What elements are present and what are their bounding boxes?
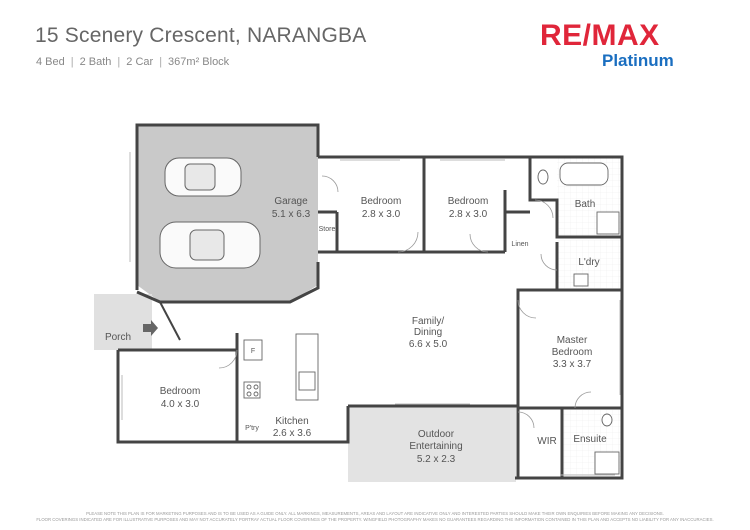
garage-size: 5.1 x 6.3 [272, 209, 311, 220]
outdoor-label: Outdoor [418, 429, 455, 440]
bedroom4-size: 4.0 x 3.0 [161, 399, 200, 410]
property-address: 15 Scenery Crescent, NARANGBA [35, 24, 367, 47]
doors [218, 175, 592, 429]
block-size: 367m² Block [168, 56, 230, 68]
remax-logo: RE/MAX Platinum [540, 20, 700, 72]
plan-disclaimer: PLEASE NOTE THIS PLAN IS FOR MARKETING P… [8, 511, 742, 522]
fridge-label: F [251, 348, 255, 355]
porch-floor [94, 294, 152, 350]
fixtures [243, 162, 620, 475]
family-label: Family/ [412, 316, 444, 327]
pantry-label: P'try [245, 425, 259, 432]
car-top [164, 157, 242, 197]
fridge-box [243, 339, 263, 361]
property-summary: 4 Bed | 2 Bath | 2 Car | 367m² Block [36, 56, 229, 68]
kitchen-sink [298, 371, 316, 391]
laundry-floor [557, 240, 621, 288]
bedroom3-size: 2.8 x 3.0 [449, 209, 488, 220]
outdoor-size: 5.2 x 2.3 [417, 454, 456, 465]
master-label: Master [557, 335, 588, 346]
linen-label: Linen [511, 241, 528, 248]
windows [121, 152, 621, 476]
porch-wing-wall [159, 301, 181, 341]
car-count: 2 Car [126, 56, 154, 68]
master-wall [516, 288, 557, 478]
separator: | [117, 56, 121, 68]
disclaimer-line-2: FLOOR COVERINGS INDICATED ARE FOR ILLUST… [36, 516, 714, 522]
porch-label: Porch [105, 332, 131, 343]
car-bottom [159, 221, 261, 269]
logo-brand: RE/MAX [540, 19, 660, 52]
bedroom4-label: Bedroom [160, 386, 201, 397]
master-label-2: Bedroom [552, 347, 593, 358]
bath-outer-wall [515, 155, 624, 480]
family-size: 6.6 x 5.0 [409, 339, 448, 350]
bathtub [559, 162, 609, 186]
disclaimer-line-1: PLEASE NOTE THIS PLAN IS FOR MARKETING P… [86, 511, 664, 516]
bed-count: 4 Bed [36, 56, 65, 68]
kitchen-label: Kitchen [275, 416, 308, 427]
entry-arrow-icon [143, 320, 158, 336]
bedroom2-label: Bedroom [361, 196, 402, 207]
bath-toilet [537, 169, 549, 185]
room-labels: Garage 5.1 x 6.3 Bedroom 2.8 x 3.0 Bedro… [105, 196, 607, 465]
walls [116, 123, 624, 480]
ensuite-toilet [601, 413, 613, 427]
garage-wall [135, 123, 320, 290]
bedroom3-label: Bedroom [448, 196, 489, 207]
garage-label: Garage [274, 196, 308, 207]
ensuite-label: Ensuite [573, 434, 607, 445]
ensuite-shower [594, 451, 620, 475]
bath-label: Bath [575, 199, 596, 210]
wir-label: WIR [537, 436, 556, 447]
kitchen-bottom-wall [237, 420, 350, 444]
separator: | [70, 56, 74, 68]
garage-front-wall [136, 262, 320, 304]
outdoor-label-2: Entertaining [409, 441, 462, 452]
cars [159, 157, 261, 269]
kitchen-size: 2.6 x 3.6 [273, 428, 312, 439]
bath-shower [596, 211, 620, 235]
bath-count: 2 Bath [79, 56, 112, 68]
master-size: 3.3 x 3.7 [553, 359, 592, 370]
laundry-tub [573, 273, 589, 287]
family-label-2: Dining [414, 327, 442, 338]
laundry-label: L'dry [578, 257, 599, 268]
separator: | [159, 56, 163, 68]
bedroom2-size: 2.8 x 3.0 [362, 209, 401, 220]
store-label: Store [319, 226, 336, 233]
bath-inner-wall [528, 157, 622, 239]
logo-office: Platinum [602, 51, 674, 70]
outdoor-floor [348, 406, 516, 482]
